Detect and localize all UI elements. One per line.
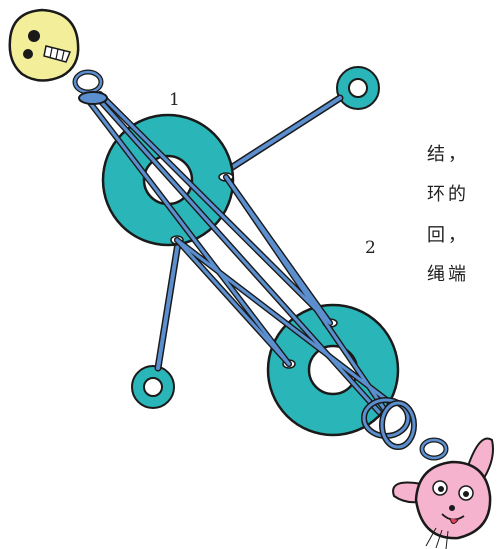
stick-bottom-left xyxy=(154,239,182,372)
side-text-line-2: 环的 xyxy=(427,184,469,205)
side-text-line-1: 结， xyxy=(427,144,469,165)
skull-icon xyxy=(8,8,80,82)
side-text-line-3: 回， xyxy=(427,225,469,246)
rabbit-face-icon xyxy=(392,437,494,549)
ring-2-label: 2 xyxy=(365,238,376,258)
ring-1-label: 1 xyxy=(169,90,180,110)
side-text-line-4: 绳端 xyxy=(427,264,469,285)
top-keyring xyxy=(72,69,108,105)
cord xyxy=(85,91,395,415)
small-ring-bottom-left xyxy=(131,365,175,409)
small-ring-top-right xyxy=(336,66,380,110)
bottom-knot xyxy=(361,397,449,461)
stick-top-right xyxy=(216,94,344,179)
